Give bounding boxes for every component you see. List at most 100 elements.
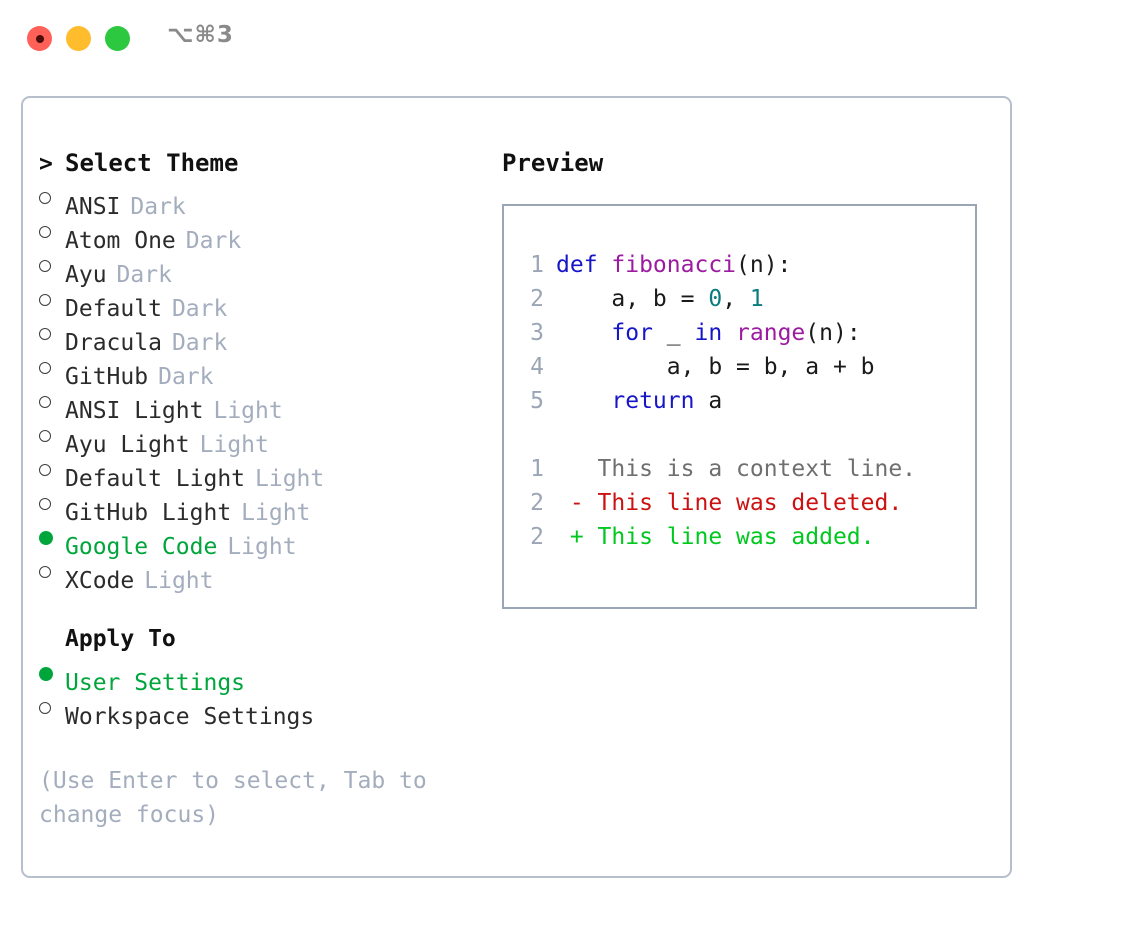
radio-selected-icon[interactable] [39,656,65,690]
theme-variant-badge: Dark [171,296,228,322]
radio-unselected-icon[interactable] [39,214,65,248]
radio-unselected-icon[interactable] [39,486,65,520]
code-token [556,320,611,346]
theme-name: Dracula [65,330,162,356]
radio-unselected-icon[interactable] [39,418,65,452]
code-token [722,320,736,346]
theme-variant-badge: Dark [158,364,214,390]
theme-variant-badge: Dark [185,228,242,254]
code-token: def [556,252,612,278]
preview-column: Preview [502,146,982,180]
theme-name: Google Code [65,534,218,560]
theme-option-default[interactable]: Default Dark [39,282,479,322]
code-token: return [611,388,695,414]
maximize-button[interactable] [105,26,130,51]
close-button[interactable] [27,26,52,51]
apply-option-user-settings[interactable]: User Settings [39,656,479,696]
code-line: 5 return a [522,384,875,418]
apply-to-header: ○Apply To [39,622,479,656]
code-token: 0 [708,286,723,312]
diff-line: 2 - This line was deleted. [522,486,916,520]
radio-unselected-icon[interactable] [39,384,65,418]
theme-name: Ayu Light [65,432,190,458]
radio-unselected-icon[interactable] [39,316,65,350]
code-line: 3 for _ in range(n): [522,316,875,350]
diff-line: 1 This is a context line. [522,452,916,486]
theme-option-google-code[interactable]: Google Code Light [39,520,479,560]
radio-selected-icon[interactable] [39,520,65,554]
radio-unselected-icon[interactable] [39,248,65,282]
radio-circle [39,430,51,442]
apply-option-label: User Settings [65,670,246,696]
diff-line-text: + This line was added. [556,524,875,550]
theme-name: Atom One [65,228,176,254]
window-controls [27,26,130,51]
apply-option-workspace-settings[interactable]: Workspace Settings [39,690,479,730]
theme-variant-badge: Light [213,398,283,424]
line-number: 4 [530,354,544,380]
code-token: a, b = [556,286,709,312]
theme-variant-badge: Light [241,500,311,526]
radio-circle [39,294,51,306]
theme-name: Default [65,296,162,322]
line-number: 2 [530,524,544,550]
code-token: 1 [749,286,764,312]
line-number: 3 [530,320,544,346]
line-number: 2 [530,490,544,516]
theme-option-atom-one[interactable]: Atom One Dark [39,214,479,254]
radio-unselected-icon[interactable] [39,554,65,588]
theme-variant-badge: Light [199,432,269,458]
theme-option-ansi[interactable]: ANSI Dark [39,180,479,220]
minimize-button[interactable] [66,26,91,51]
keyboard-hint: (Use Enter to select, Tab to change focu… [39,768,441,828]
theme-option-ayu[interactable]: Ayu Dark [39,248,479,288]
diff-sample: 1 This is a context line.2 - This line w… [522,452,916,554]
radio-circle [39,226,51,238]
code-token: for [611,320,653,346]
code-token: fibonacci [611,252,737,278]
code-token: in [694,320,723,346]
line-number: 2 [530,286,544,312]
radio-unselected-icon[interactable] [39,690,65,724]
theme-option-github-light[interactable]: GitHub Light Light [39,486,479,526]
theme-name: ANSI [65,194,121,220]
theme-variant-badge: Light [227,534,297,560]
radio-circle [39,702,51,714]
select-theme-label: Select Theme [65,149,239,177]
theme-variant-badge: Dark [130,194,186,220]
code-token [556,388,611,414]
diff-line-text: - This line was deleted. [556,490,903,516]
radio-unselected-icon[interactable] [39,180,65,214]
radio-circle [39,260,51,272]
line-number: 1 [530,456,544,482]
radio-circle [39,328,51,340]
theme-name: Default Light [65,466,246,492]
theme-variant-badge: Dark [116,262,172,288]
radio-circle [39,498,51,510]
code-token: a [694,388,723,414]
radio-circle [39,396,51,408]
code-token: (n): [805,320,861,346]
radio-circle [39,566,51,578]
window-title: ⌥⌘3 [167,22,234,48]
theme-name: Ayu [65,262,107,288]
preview-title: Preview [502,149,604,177]
code-token: a, b = b, a + b [556,354,875,380]
radio-unselected-icon[interactable] [39,350,65,384]
theme-name: XCode [65,568,135,594]
code-line: 2 a, b = 0, 1 [522,282,875,316]
radio-circle [39,531,53,545]
theme-name: GitHub Light [65,500,232,526]
radio-unselected-icon[interactable] [39,452,65,486]
theme-option-ayu-light[interactable]: Ayu Light Light [39,418,479,458]
title-bar: ⌥⌘3 [0,0,1140,78]
radio-unselected-icon[interactable] [39,282,65,316]
